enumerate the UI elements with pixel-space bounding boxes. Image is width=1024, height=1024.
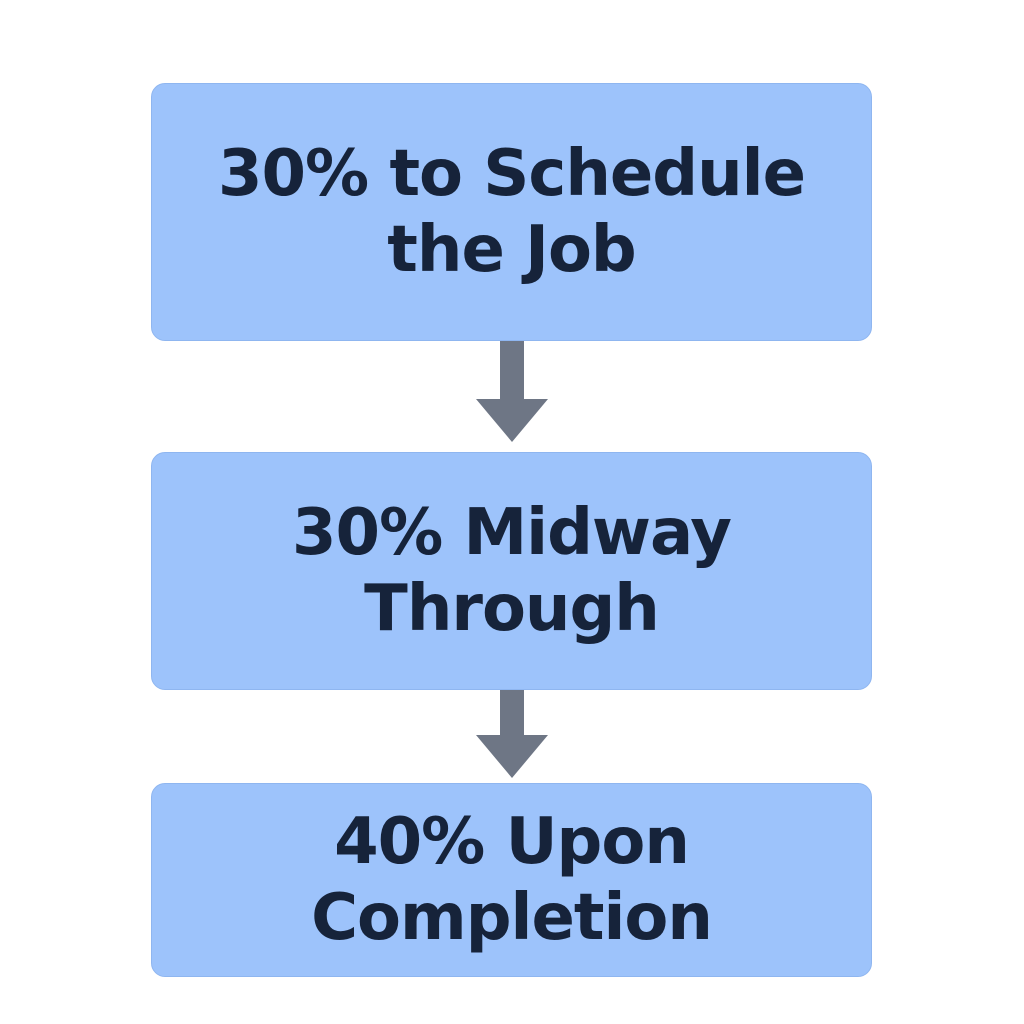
- step-box-schedule: 30% to Schedule the Job: [151, 83, 872, 341]
- step-label-line: Through: [364, 572, 660, 646]
- arrow-down-icon: [476, 690, 548, 778]
- arrow-down-icon: [476, 341, 548, 442]
- step-box-completion: 40% Upon Completion: [151, 783, 872, 977]
- step-label-line: Completion: [311, 881, 713, 955]
- step-label-line: 30% to Schedule: [217, 137, 806, 211]
- step-label-line: 30% Midway: [292, 496, 732, 570]
- step-label-line: the Job: [387, 213, 636, 287]
- step-box-midway: 30% Midway Through: [151, 452, 872, 690]
- step-label-line: 40% Upon: [334, 805, 690, 879]
